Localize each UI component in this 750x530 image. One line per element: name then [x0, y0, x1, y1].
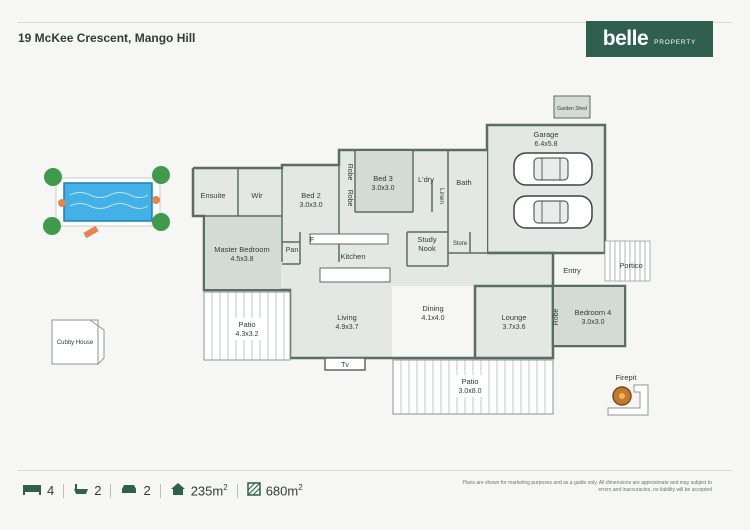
- palm-tree-4: [152, 213, 170, 231]
- bottom-divider: [18, 470, 732, 471]
- land-icon: [246, 482, 261, 499]
- property-address: 19 McKee Crescent, Mango Hill: [18, 31, 196, 45]
- brand-logo: belle PROPERTY: [586, 21, 713, 57]
- bed3-dims: 3.0x3.0: [372, 185, 395, 192]
- firepit-seat: [607, 384, 649, 416]
- bedroom-4: [554, 287, 624, 345]
- kitchen-label: Kitchen: [340, 252, 365, 261]
- ensuite-label: Ensuite: [200, 191, 225, 200]
- cubby-house: [51, 319, 99, 365]
- umbrella-2: [152, 196, 160, 204]
- bed3: [356, 151, 412, 211]
- living-label: Living: [337, 313, 357, 322]
- patio-2-dims: 3.0x8.0: [459, 388, 482, 395]
- bed3-label: Bed 3: [373, 174, 393, 183]
- patio-1-label: Patio: [238, 320, 255, 329]
- garage: [485, 123, 607, 255]
- stat-house-area: 235m2: [170, 482, 228, 499]
- land-area-value: 680m2: [265, 482, 303, 499]
- firepit-label: Firepit: [616, 373, 638, 382]
- garage-label: Garage: [533, 130, 558, 139]
- study-label-2: Nook: [418, 244, 436, 253]
- master-bedroom: [205, 217, 281, 289]
- robe-label-2: Robe: [346, 190, 353, 207]
- stat-separator: [110, 483, 112, 498]
- house-area-value: 235m2: [190, 482, 228, 499]
- study-label: Study: [417, 235, 436, 244]
- fridge-label: F: [310, 237, 314, 244]
- garage-dims: 6.4x5.8: [535, 141, 558, 148]
- palm-tree-1: [44, 168, 62, 186]
- store-label: Store: [453, 241, 468, 247]
- pantry-label: Pan: [286, 247, 299, 254]
- portico-label: Portico: [619, 261, 642, 270]
- robe-label-3: Robe: [553, 309, 560, 326]
- garden-shed: [553, 95, 591, 119]
- palm-tree-2: [152, 166, 170, 184]
- pool: [63, 182, 153, 222]
- top-divider: [18, 22, 732, 23]
- garden-shed-label: Garden Shed: [557, 106, 587, 112]
- tv-nook: [324, 357, 366, 371]
- kitchen-island: [319, 267, 391, 283]
- stat-separator: [159, 483, 161, 498]
- disclaimer: Plans are shown for marketing purposes a…: [462, 480, 713, 493]
- laundry-label: L'dry: [418, 175, 434, 184]
- entry-label: Entry: [563, 266, 581, 275]
- lounge-label: Lounge: [501, 313, 526, 322]
- stat-separator: [236, 483, 238, 498]
- bed2-label: Bed 2: [301, 191, 321, 200]
- patio-2-label: Patio: [461, 377, 478, 386]
- living-dims: 4.9x3.7: [336, 324, 359, 331]
- stat-beds: 4: [22, 483, 54, 498]
- stat-cars: 2: [120, 483, 151, 498]
- baths-count: 2: [94, 483, 102, 498]
- bed4-label: Bedroom 4: [575, 308, 612, 317]
- house-floor: [193, 150, 625, 358]
- stat-separator: [63, 483, 65, 498]
- master-dims: 4.5x3.8: [231, 256, 254, 263]
- bath-label: Bath: [456, 178, 471, 187]
- wir-label: Wir: [251, 191, 263, 200]
- beds-count: 4: [47, 483, 55, 498]
- cubby-house-label: Cubby House: [57, 340, 94, 346]
- stat-land-area: 680m2: [246, 482, 303, 499]
- linen-label: Linen: [438, 188, 445, 204]
- robe-label-1: Robe: [346, 164, 353, 181]
- cars-count: 2: [143, 483, 151, 498]
- palm-tree-3: [43, 217, 61, 235]
- bed4-dims: 3.0x3.0: [582, 319, 605, 326]
- bed2-dims: 3.0x3.0: [300, 202, 323, 209]
- sun-lounger: [83, 225, 99, 239]
- house-icon: [170, 482, 186, 499]
- patio-1-dims: 4.3x3.2: [236, 331, 259, 338]
- car-icon: [120, 483, 138, 498]
- brand-sub: PROPERTY: [654, 38, 697, 46]
- dining-label: Dining: [422, 304, 443, 313]
- umbrella-1: [58, 199, 66, 207]
- pool-area: [43, 166, 170, 239]
- bed-icon: [22, 483, 42, 498]
- stat-baths: 2: [73, 483, 101, 498]
- bath-icon: [73, 483, 89, 498]
- tv-label: Tv: [341, 362, 349, 369]
- car-2: [513, 195, 593, 229]
- brand-name: belle: [602, 27, 649, 50]
- dining-dims: 4.1x4.0: [422, 315, 445, 322]
- lounge-dims: 3.7x3.6: [503, 324, 526, 331]
- kitchen-bench: [309, 233, 389, 245]
- portico-deck: [604, 240, 651, 282]
- car-1: [513, 152, 593, 186]
- property-stats: 4 2 2 235m2 680m: [22, 482, 303, 499]
- master-label: Master Bedroom: [214, 245, 269, 254]
